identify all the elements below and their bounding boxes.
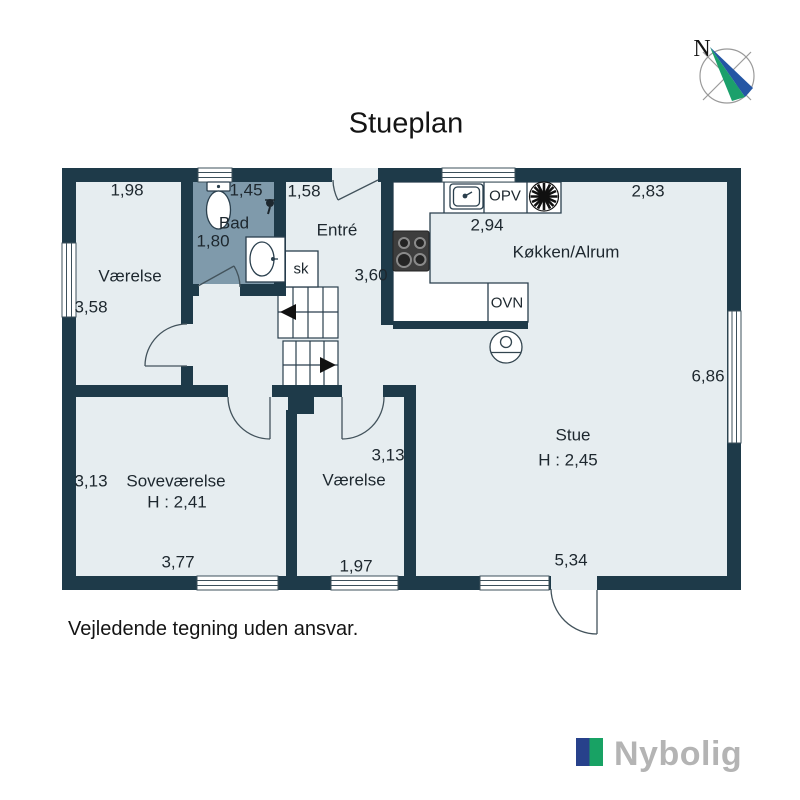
room-label-koekken: Køkken/Alrum bbox=[512, 242, 620, 262]
dim-vaerelse-s-width: 1,97 bbox=[339, 556, 373, 576]
dim-bad-width: 1,45 bbox=[229, 180, 263, 200]
stairs-up-arrow-icon bbox=[280, 304, 296, 320]
dim-vaerelse-nw-width: 1,98 bbox=[110, 180, 144, 200]
dim-vaerelse-nw-depth: 3,58 bbox=[74, 297, 108, 317]
dim-koekken-counter: 2,94 bbox=[470, 215, 504, 235]
entrance-door bbox=[332, 179, 379, 201]
dim-stue-width: 5,34 bbox=[554, 550, 588, 570]
walls bbox=[62, 168, 741, 590]
window bbox=[330, 575, 399, 591]
room-label-vaerelse-nw: Værelse bbox=[98, 266, 162, 286]
dim-entre-depth: 3,60 bbox=[354, 265, 388, 285]
round-fixture-icon bbox=[489, 330, 523, 364]
disclaimer-text: Vejledende tegning uden ansvar. bbox=[68, 618, 359, 640]
dim-bad-depth: 1,80 bbox=[196, 231, 230, 251]
compass-needle-green bbox=[710, 47, 745, 101]
bathroom-door bbox=[197, 265, 241, 288]
oven-label: OVN bbox=[490, 294, 524, 312]
sovevaerelse-ceiling-height: H : 2,41 bbox=[147, 492, 207, 512]
dim-entre-width: 1,58 bbox=[287, 181, 321, 201]
window bbox=[727, 310, 742, 444]
window bbox=[61, 242, 77, 318]
toilet-icon bbox=[205, 181, 232, 230]
staircase bbox=[277, 286, 339, 390]
stue-ceiling-height: H : 2,45 bbox=[538, 450, 598, 470]
page-title: Stueplan bbox=[348, 107, 464, 140]
cooktop-icon bbox=[392, 230, 430, 272]
dim-sovevaerelse-width: 3,77 bbox=[161, 552, 195, 572]
terrace-door bbox=[550, 588, 598, 635]
door bbox=[144, 323, 188, 367]
doors bbox=[144, 179, 598, 635]
shower-icon bbox=[265, 199, 275, 215]
brand-name: Nybolig bbox=[614, 735, 743, 773]
room-label-vaerelse-s: Værelse bbox=[322, 470, 386, 490]
compass-north-label: N bbox=[693, 36, 710, 62]
dim-stue-depth: 6,86 bbox=[691, 366, 725, 386]
closet-label: sk bbox=[293, 260, 309, 278]
dim-vaerelse-s-depth: 3,13 bbox=[371, 445, 405, 465]
door bbox=[227, 396, 271, 440]
extractor-fan-icon bbox=[528, 181, 560, 212]
window bbox=[197, 167, 233, 183]
dishwasher-label: OPV bbox=[489, 187, 521, 205]
dim-sovevaerelse-depth: 3,13 bbox=[74, 471, 108, 491]
nybolig-logo-icon bbox=[576, 738, 603, 766]
dim-koekken-width: 2,83 bbox=[631, 181, 665, 201]
room-label-stue: Stue bbox=[555, 425, 591, 445]
fixtures bbox=[205, 181, 560, 364]
windows bbox=[61, 167, 742, 591]
bathroom-sink-icon bbox=[245, 236, 286, 283]
kitchen-sink-icon bbox=[449, 183, 484, 210]
door bbox=[341, 396, 385, 440]
room-label-entre: Entré bbox=[316, 220, 358, 240]
window bbox=[479, 575, 550, 591]
compass-needle-blue bbox=[710, 47, 753, 97]
compass: N bbox=[693, 36, 755, 104]
window bbox=[196, 575, 279, 591]
window bbox=[441, 167, 516, 183]
room-label-bad: Bad bbox=[218, 213, 250, 233]
stairs-down-arrow-icon bbox=[320, 357, 336, 373]
room-label-sovevaerelse: Soveværelse bbox=[126, 471, 226, 491]
